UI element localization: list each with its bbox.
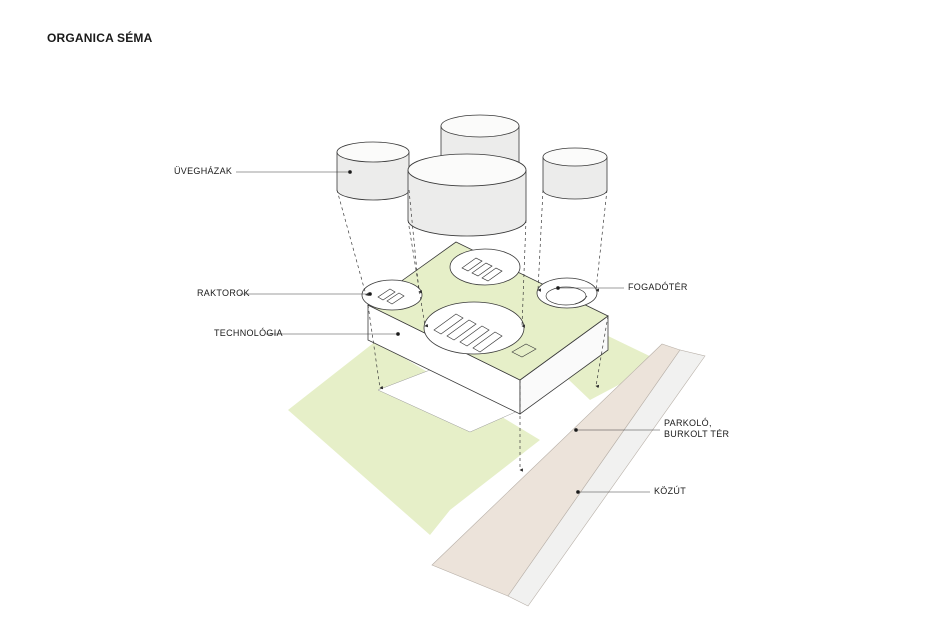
label-greenhouses: ÜVEGHÁZAK bbox=[174, 166, 233, 176]
label-road: KÖZÚT bbox=[654, 486, 686, 496]
diagram-title: ORGANICA SÉMA bbox=[47, 31, 153, 45]
road-strip bbox=[507, 349, 706, 607]
leader-lines bbox=[236, 170, 660, 494]
storage-racks-center bbox=[433, 313, 503, 353]
label-reception: FOGADÓTÉR bbox=[628, 282, 688, 292]
label-parking-line2: BURKOLT TÉR bbox=[664, 429, 730, 439]
greenhouse-left bbox=[336, 141, 410, 201]
ground-green-area bbox=[288, 341, 540, 535]
storage-racks-left bbox=[377, 288, 405, 305]
roof-hatch bbox=[511, 343, 537, 358]
roof-opening-back bbox=[449, 248, 521, 286]
roof-opening-center bbox=[423, 301, 525, 355]
projection-lines bbox=[336, 189, 609, 472]
label-technology: TECHNOLÓGIA bbox=[214, 328, 283, 338]
roof-opening-right bbox=[536, 277, 598, 309]
reception-stair bbox=[574, 295, 588, 305]
reception-feature bbox=[545, 286, 587, 306]
storage-racks-back bbox=[461, 257, 503, 282]
label-parking: PARKOLÓ, BURKOLT TÉR bbox=[664, 418, 729, 440]
label-storage: RAKTOROK bbox=[197, 288, 250, 298]
greenhouse-center bbox=[407, 153, 527, 237]
label-parking-line1: PARKOLÓ, bbox=[664, 418, 712, 428]
greenhouse-right bbox=[542, 147, 608, 200]
roof-opening-left bbox=[361, 279, 423, 311]
